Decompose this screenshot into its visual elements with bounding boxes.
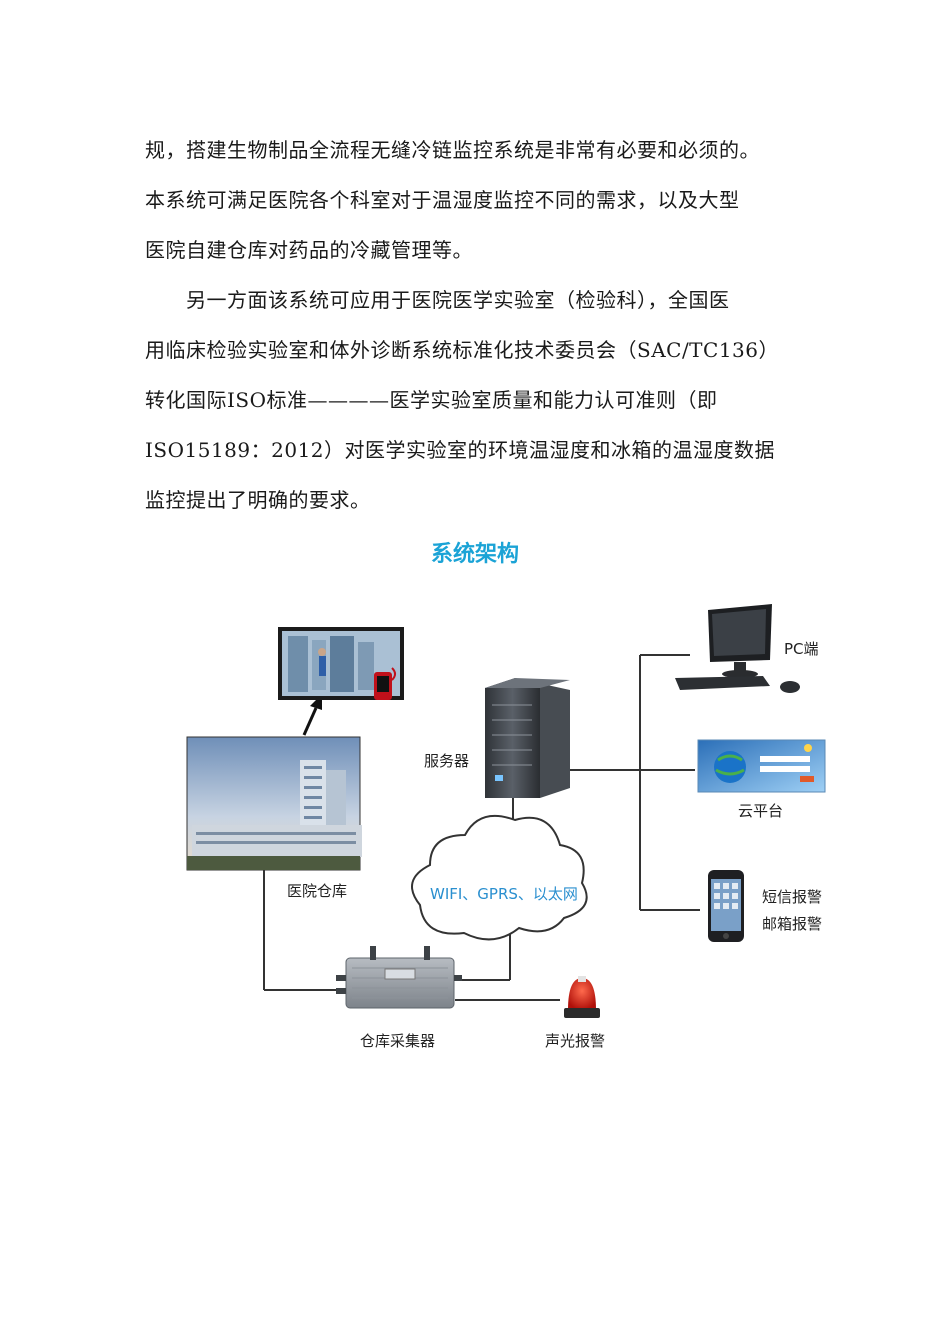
siren-alarm-label: 声光报警 [545, 1032, 606, 1050]
paragraph-line: 医院自建仓库对药品的冷藏管理等。 [145, 238, 473, 262]
siren-icon [564, 976, 600, 1018]
warehouse-collector-device [336, 946, 462, 1009]
server-label: 服务器 [424, 752, 470, 770]
cloud-platform-label: 云平台 [738, 802, 784, 820]
section-title: 系统架构 [430, 542, 519, 567]
server-icon [485, 678, 570, 798]
paragraph-line: ISO15189：2012）对医学实验室的环境温湿度和冰箱的温湿度数据 [145, 438, 776, 462]
paragraph-line: 本系统可满足医院各个科室对于温湿度监控不同的需求，以及大型 [145, 188, 740, 212]
paragraph-line: 转化国际ISO标准————医学实验室质量和能力认可准则（即 [145, 388, 718, 412]
arrow-up [302, 694, 322, 736]
pc-label: PC端 [784, 640, 819, 658]
network-cloud-label: WIFI、GPRS、以太网 [430, 885, 578, 903]
hospital-warehouse-label: 医院仓库 [287, 882, 348, 900]
warehouse-collector-label: 仓库采集器 [360, 1032, 436, 1050]
architecture-diagram: 医院仓库 服务器 WIFI、GPRS、以太网 PC端 云平台 短信报警 邮箱报警… [0, 580, 950, 1080]
sms-alarm-label: 短信报警 [762, 888, 823, 906]
paragraph-line: 另一方面该系统可应用于医院医学实验室（检验科），全国医 [145, 288, 730, 312]
hospital-building-image [186, 736, 362, 871]
cloud-platform-screenshot [697, 739, 826, 793]
email-alarm-label: 邮箱报警 [762, 915, 823, 933]
diagram-graphics [186, 604, 826, 1018]
smartphone-icon [708, 870, 744, 942]
warehouse-monitor [278, 627, 404, 700]
pc-icon [675, 604, 800, 693]
paragraph-line: 监控提出了明确的要求。 [145, 488, 371, 512]
paragraph-line: 用临床检验实验室和体外诊断系统标准化技术委员会（SAC/TC136） [145, 338, 780, 362]
paragraph-line: 规，搭建生物制品全流程无缝冷链监控系统是非常有必要和必须的。 [145, 138, 760, 162]
network-cloud [411, 815, 588, 941]
